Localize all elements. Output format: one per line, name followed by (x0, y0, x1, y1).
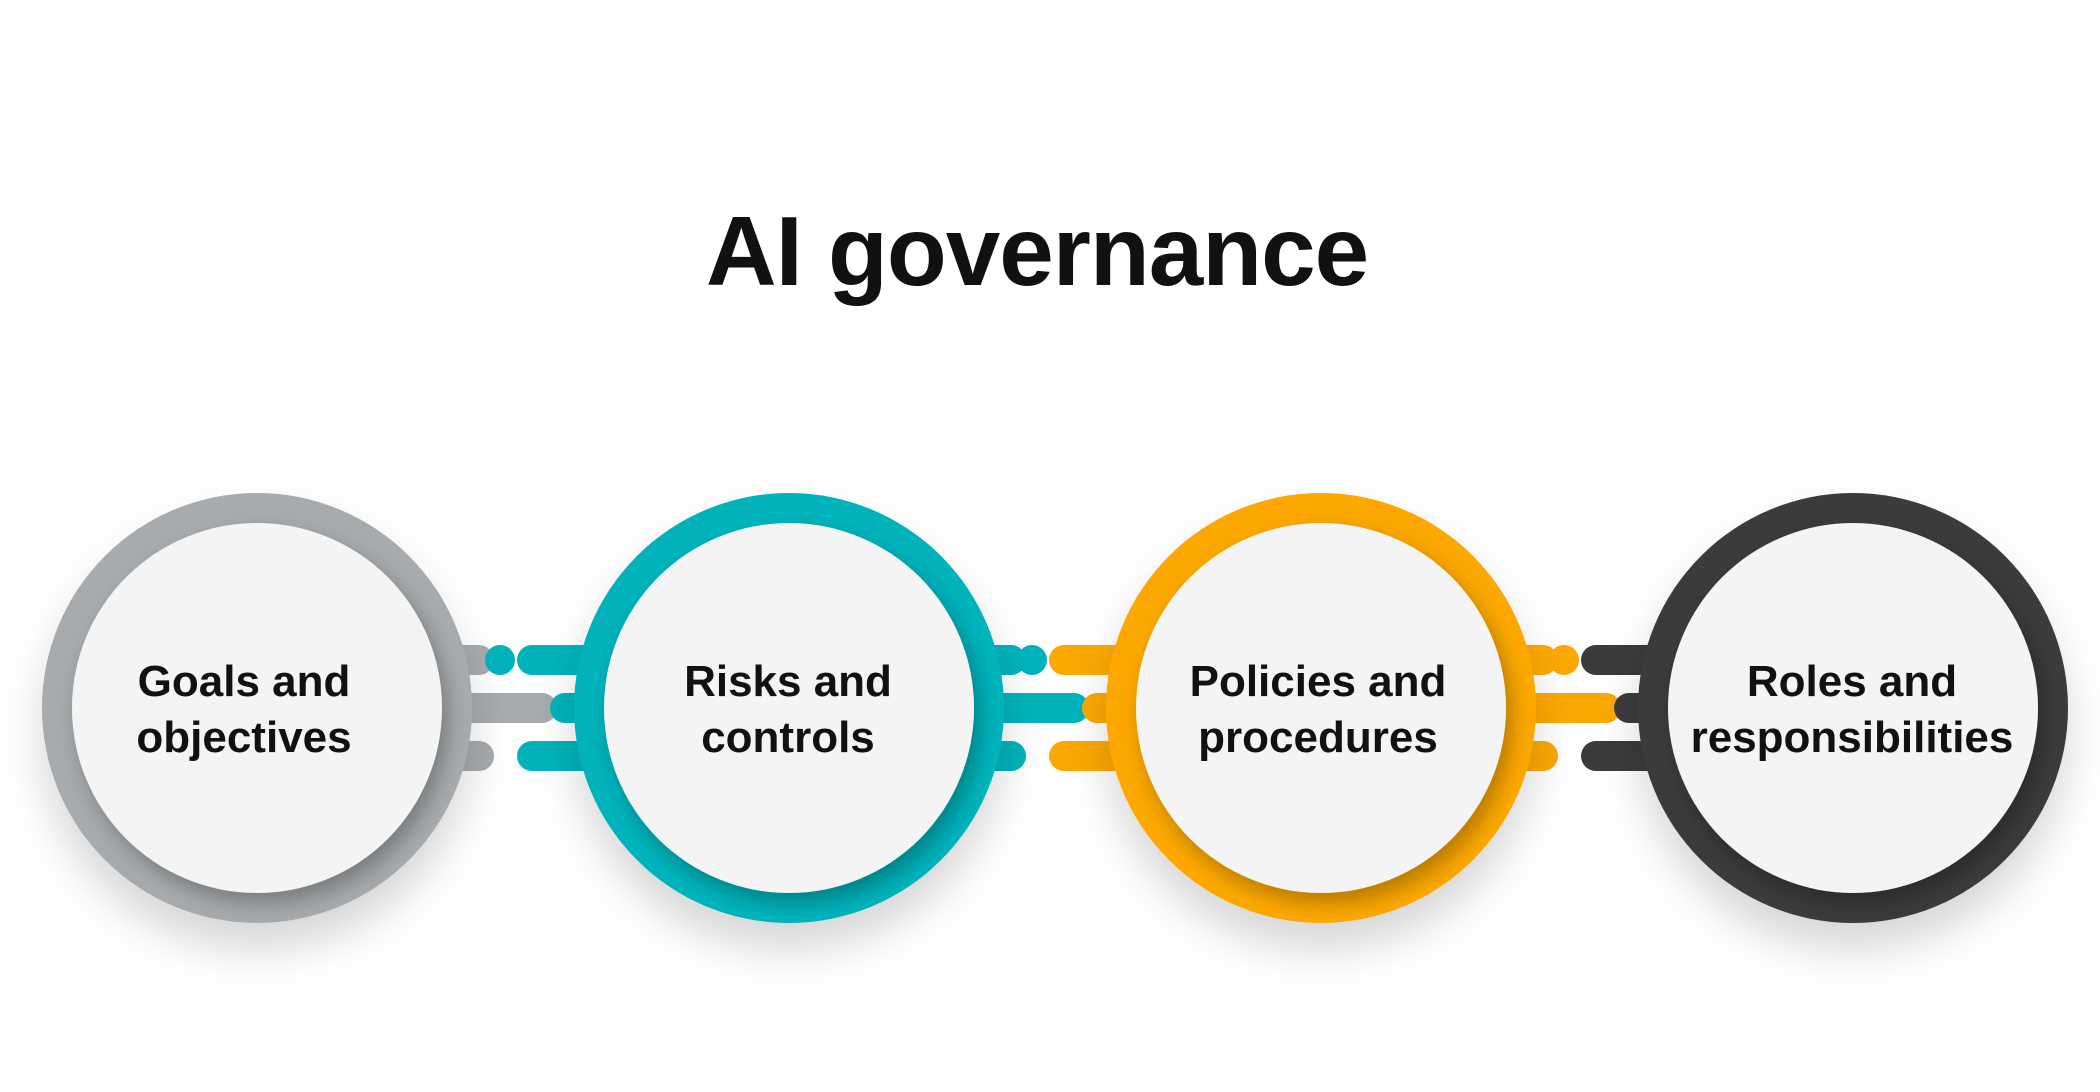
connector-dot (485, 645, 515, 675)
node-inner-circle (1668, 523, 2038, 893)
node-label-line1: Policies and (1190, 657, 1447, 706)
node-inner-circle (604, 523, 974, 893)
connector-dot (1017, 645, 1047, 675)
node-label-line1: Risks and (684, 657, 892, 706)
node-inner-circle (72, 523, 442, 893)
node-risks-and-controls: Risks and controls (574, 493, 1004, 923)
node-policies-and-procedures: Policies and procedures (1106, 493, 1536, 923)
node-label-line1: Goals and (138, 657, 351, 706)
connector-dot (1549, 645, 1579, 675)
node-label-line2: controls (701, 713, 875, 762)
node-roles-and-responsibilities: Roles and responsibilities (1638, 493, 2068, 923)
page-title: AI governance (705, 196, 1369, 306)
node-inner-circle (1136, 523, 1506, 893)
node-label-line2: objectives (136, 713, 351, 762)
node-goals-and-objectives: Goals and objectives (42, 493, 472, 923)
node-label-line2: responsibilities (1691, 713, 2014, 762)
node-label-line1: Roles and (1747, 657, 1957, 706)
node-label-line2: procedures (1198, 713, 1438, 762)
